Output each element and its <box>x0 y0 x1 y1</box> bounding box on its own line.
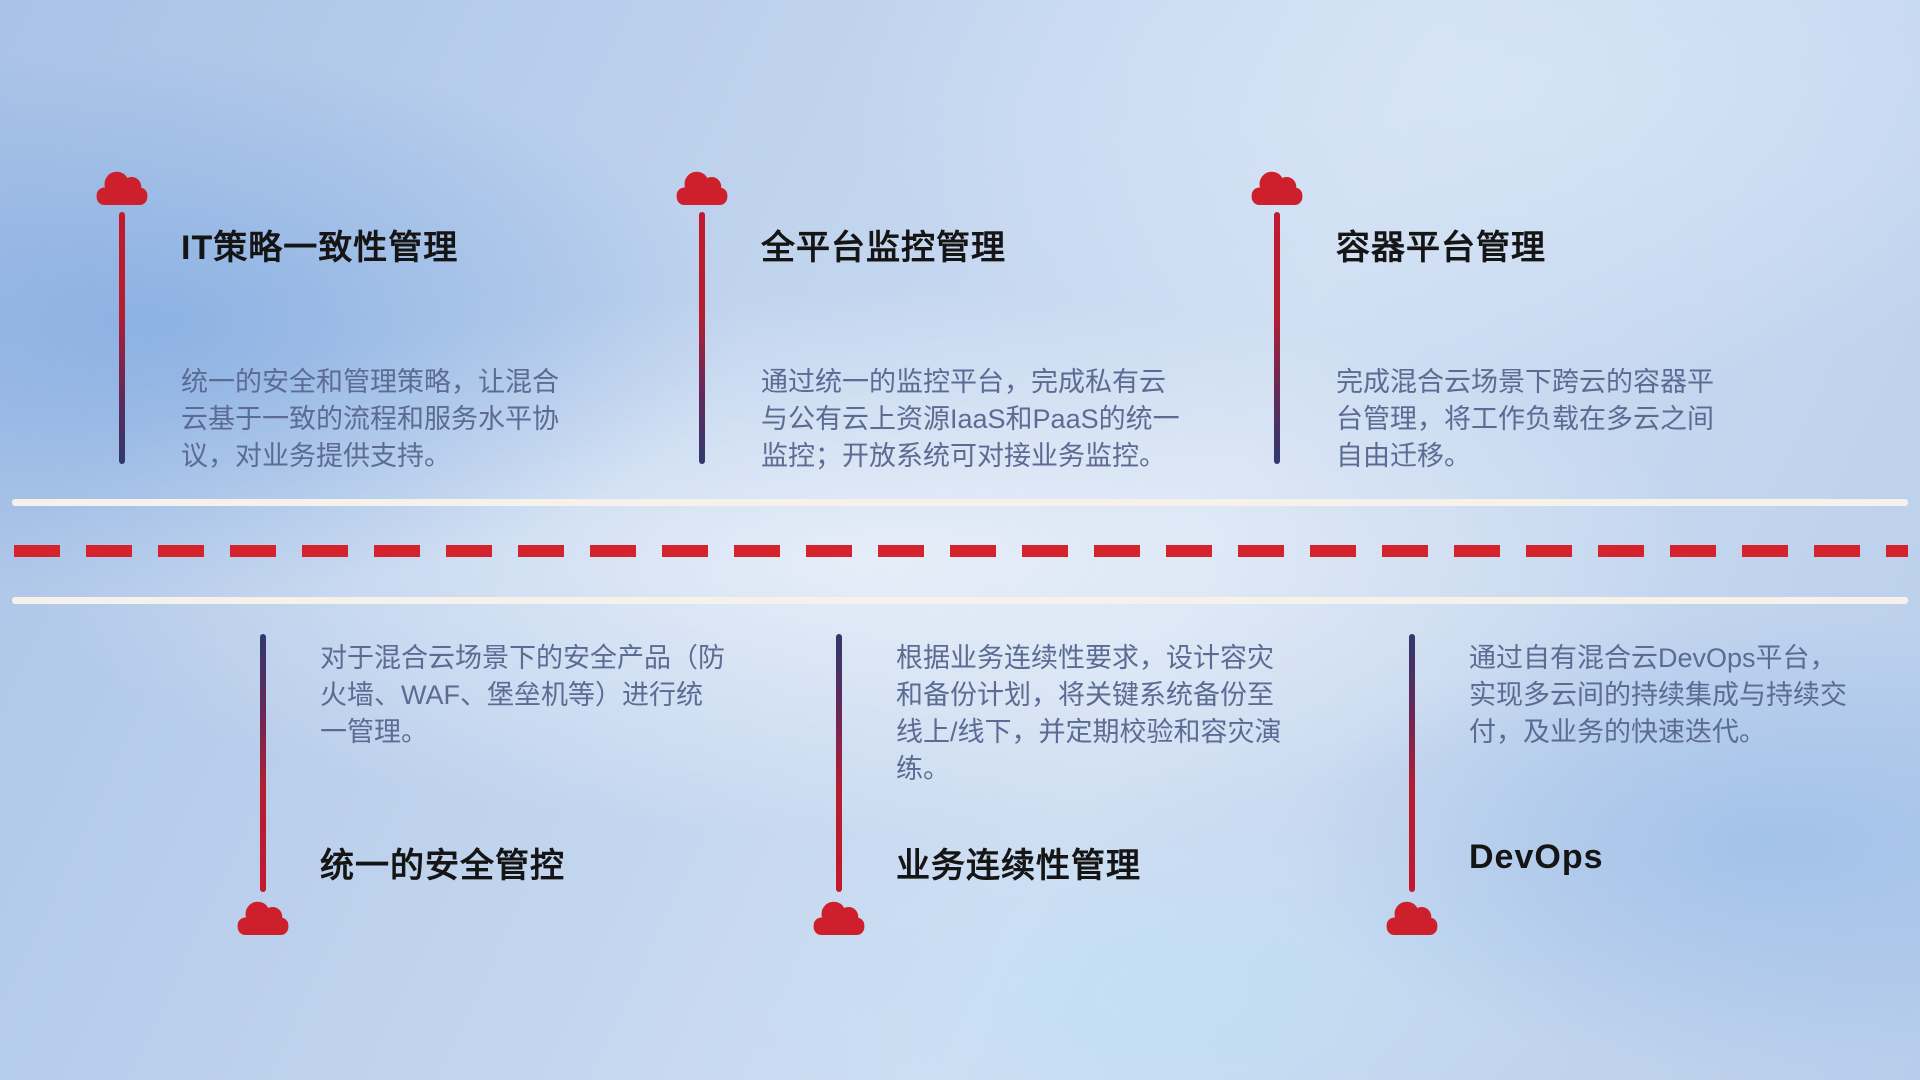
cloud-icon <box>811 898 867 937</box>
item-title: 统一的安全管控 <box>320 847 565 885</box>
road-center-dashed-line <box>14 545 1908 557</box>
capability-item-business-continuity: 根据业务连续性要求，设计容灾和备份计划，将关键系统备份至线上/线下，并定期校验和… <box>811 632 1371 968</box>
item-description: 根据业务连续性要求，设计容灾和备份计划，将关键系统备份至线上/线下，并定期校验和… <box>896 643 1282 784</box>
connector-line <box>699 212 705 464</box>
item-description: 统一的安全和管理策略，让混合云基于一致的流程和服务水平协议，对业务提供支持。 <box>181 367 559 471</box>
item-title: 全平台监控管理 <box>761 229 1006 267</box>
connector-line <box>836 634 842 892</box>
item-title: 业务连续性管理 <box>896 847 1141 885</box>
connector-line <box>1274 212 1280 464</box>
item-description: 对于混合云场景下的安全产品（防火墙、WAF、堡垒机等）进行统一管理。 <box>320 643 725 747</box>
capability-item-container-platform: 容器平台管理 完成混合云场景下跨云的容器平台管理，将工作负载在多云之间自由迁移。 <box>1249 168 1809 504</box>
item-title: IT策略一致性管理 <box>181 229 459 267</box>
capability-item-security-control: 对于混合云场景下的安全产品（防火墙、WAF、堡垒机等）进行统一管理。 统一的安全… <box>235 632 795 968</box>
road-edge-bottom-line <box>12 597 1908 604</box>
item-description: 通过统一的监控平台，完成私有云与公有云上资源IaaS和PaaS的统一监控；开放系… <box>761 367 1180 471</box>
item-description: 完成混合云场景下跨云的容器平台管理，将工作负载在多云之间自由迁移。 <box>1336 367 1714 471</box>
connector-line <box>119 212 125 464</box>
capability-item-monitoring: 全平台监控管理 通过统一的监控平台，完成私有云与公有云上资源IaaS和PaaS的… <box>674 168 1234 504</box>
item-title: DevOps <box>1469 838 1604 876</box>
item-description: 通过自有混合云DevOps平台，实现多云间的持续集成与持续交付，及业务的快速迭代… <box>1469 643 1847 747</box>
cloud-icon <box>1249 168 1305 207</box>
connector-line <box>1409 634 1415 892</box>
cloud-icon <box>235 898 291 937</box>
road-edge-top-line <box>12 499 1908 506</box>
item-title: 容器平台管理 <box>1336 229 1546 267</box>
cloud-icon <box>1384 898 1440 937</box>
cloud-icon <box>674 168 730 207</box>
capability-item-it-policy: IT策略一致性管理 统一的安全和管理策略，让混合云基于一致的流程和服务水平协议，… <box>94 168 654 504</box>
cloud-icon <box>94 168 150 207</box>
capability-item-devops: 通过自有混合云DevOps平台，实现多云间的持续集成与持续交付，及业务的快速迭代… <box>1384 632 1920 968</box>
connector-line <box>260 634 266 892</box>
